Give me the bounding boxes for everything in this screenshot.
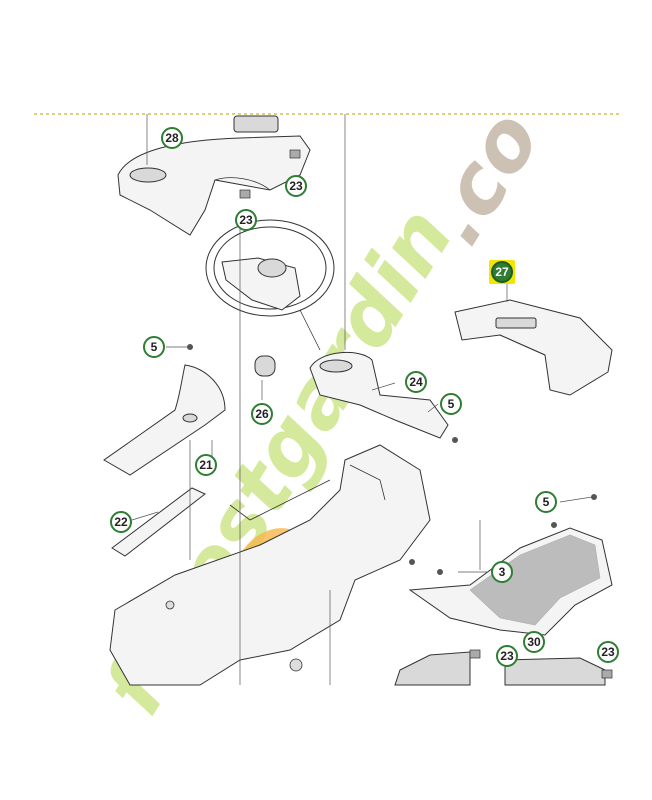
callout-label: 27 bbox=[495, 265, 509, 279]
callout-3: 3 bbox=[491, 561, 513, 583]
callout-label: 5 bbox=[448, 397, 455, 411]
callout-23: 23 bbox=[235, 209, 257, 231]
callout-24: 24 bbox=[405, 371, 427, 393]
callout-23: 23 bbox=[597, 641, 619, 663]
screw-f bbox=[437, 569, 443, 575]
callout-label: 23 bbox=[239, 213, 253, 227]
callout-label: 23 bbox=[601, 645, 615, 659]
callout-label: 24 bbox=[409, 375, 423, 389]
callout-27: 27 bbox=[489, 260, 515, 284]
callout-5: 5 bbox=[440, 393, 462, 415]
callout-26: 26 bbox=[251, 403, 273, 425]
callout-28: 28 bbox=[161, 127, 183, 149]
callout-23: 23 bbox=[285, 175, 307, 197]
fasteners bbox=[187, 149, 613, 679]
screw-a bbox=[187, 344, 193, 350]
callout-5: 5 bbox=[143, 336, 165, 358]
leader-lines bbox=[131, 114, 593, 685]
callout-label: 22 bbox=[114, 515, 128, 529]
callout-23: 23 bbox=[496, 645, 518, 667]
callout-label: 3 bbox=[499, 565, 506, 579]
dashboard-cover bbox=[117, 115, 311, 236]
callout-label: 30 bbox=[527, 635, 541, 649]
screw-d bbox=[551, 522, 557, 528]
chassis-frame bbox=[109, 444, 606, 686]
clip-d bbox=[601, 669, 613, 679]
callout-21: 21 bbox=[195, 454, 217, 476]
screw-e bbox=[409, 559, 415, 565]
clip-c bbox=[469, 649, 481, 659]
rear-cover bbox=[454, 299, 613, 396]
steering-wheel bbox=[205, 219, 335, 351]
callout-label: 5 bbox=[151, 340, 158, 354]
callout-22: 22 bbox=[110, 511, 132, 533]
footrest-mat bbox=[408, 527, 613, 636]
steering-cap bbox=[254, 355, 276, 377]
callout-label: 23 bbox=[500, 649, 514, 663]
side-panel bbox=[103, 364, 226, 476]
seal-strip bbox=[111, 487, 206, 557]
screw-c bbox=[591, 494, 597, 500]
callout-label: 26 bbox=[255, 407, 269, 421]
callout-label: 21 bbox=[199, 458, 213, 472]
callout-5: 5 bbox=[535, 491, 557, 513]
steering-column-cover bbox=[309, 351, 449, 439]
screw-b bbox=[452, 437, 458, 443]
callout-30: 30 bbox=[523, 631, 545, 653]
clip-b bbox=[239, 189, 251, 199]
callout-label: 28 bbox=[165, 131, 179, 145]
callout-label: 5 bbox=[543, 495, 550, 509]
clip-a bbox=[289, 149, 301, 159]
callout-label: 23 bbox=[289, 179, 303, 193]
